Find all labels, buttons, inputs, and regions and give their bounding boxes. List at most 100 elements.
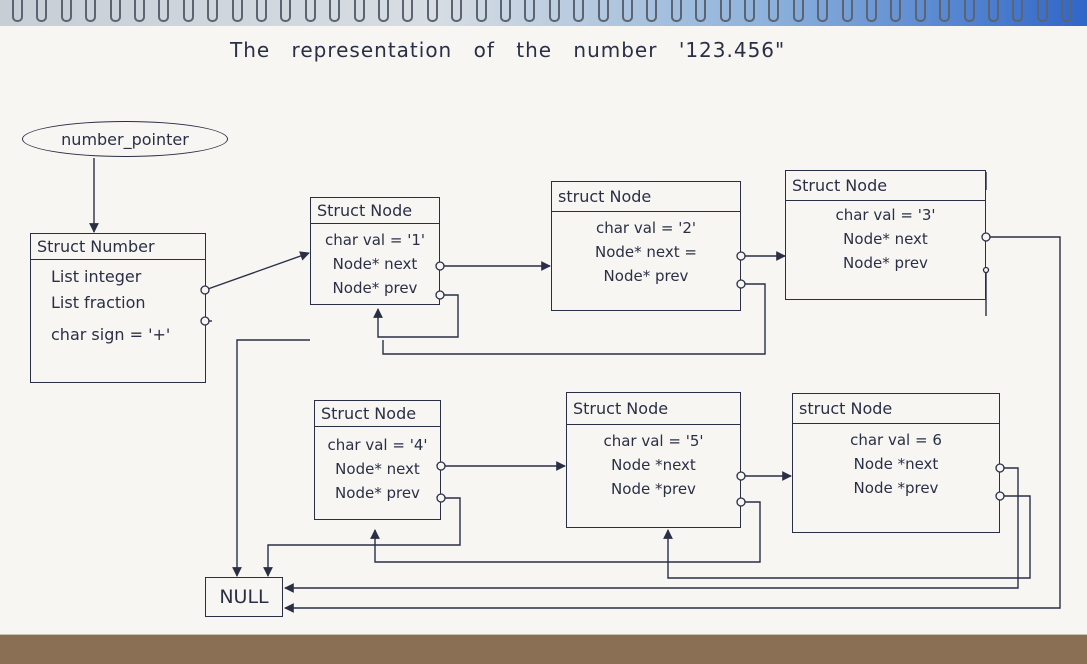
spiral-ring: [866, 0, 877, 22]
node-prev-field: Node *prev: [611, 480, 696, 498]
field-list-fraction: List fraction: [51, 293, 146, 312]
node-val-field: char val = '4': [327, 436, 428, 454]
node-next-field: Node* next =: [595, 243, 697, 261]
fnode2-prev-loop: [370, 501, 761, 563]
fraction-node-2: Struct Node char val = '5' Node *next No…: [566, 392, 741, 528]
number-pointer-oval: number_pointer: [22, 121, 228, 157]
node-next-field: Node* next: [843, 230, 928, 248]
node-val-field: char val = '1': [324, 231, 425, 249]
spiral-ring: [744, 0, 755, 22]
port-circle: [995, 463, 1005, 473]
spiral-ring: [817, 0, 829, 22]
node-header: struct Node: [552, 182, 740, 212]
port-circle: [982, 266, 990, 274]
spiral-ring: [158, 0, 170, 22]
node-header: Struct Node: [315, 401, 440, 427]
spiral-ring: [12, 0, 23, 22]
fraction-node-1: Struct Node char val = '4' Node* next No…: [314, 400, 441, 520]
field-list-integer: List integer: [51, 267, 142, 286]
node-header: struct Node: [793, 394, 999, 424]
node-val-field: char val = 6: [850, 431, 942, 449]
node-prev-field: Node *prev: [853, 479, 939, 497]
spiral-ring: [719, 0, 731, 22]
spiral-ring: [60, 0, 72, 22]
node-val-field: char val = '3': [835, 206, 936, 224]
spiral-ring: [646, 0, 658, 22]
node3-next-null: [284, 236, 1061, 613]
spiral-ring: [890, 0, 902, 22]
node-header: Struct Node: [786, 171, 985, 201]
null-box: NULL: [205, 577, 283, 617]
spiral-ring: [378, 0, 389, 22]
spiral-ring: [231, 0, 243, 22]
spiral-ring: [256, 0, 267, 22]
spiral-ring: [353, 0, 365, 22]
integer-node-1: Struct Node char val = '1' Node* next No…: [310, 197, 440, 305]
integer-node-3: Struct Node char val = '3' Node* next No…: [785, 170, 986, 300]
port-circle: [981, 232, 991, 242]
spiral-ring: [426, 0, 438, 22]
spiral-ring: [280, 0, 292, 22]
port-circle: [200, 285, 210, 295]
spiral-ring: [182, 0, 194, 22]
spiral-ring: [768, 0, 780, 22]
struct-number-box: Struct Number List integer List fraction…: [30, 233, 206, 383]
port-circle: [736, 279, 746, 289]
integer-node-2: struct Node char val = '2' Node* next = …: [551, 181, 741, 311]
spiral-ring: [914, 0, 926, 22]
fnode1-prev-null: [263, 497, 461, 577]
node1-prev-null: [232, 339, 310, 577]
spiral-ring: [134, 0, 145, 22]
spiral-ring: [109, 0, 121, 22]
port-circle: [200, 316, 210, 326]
port-circle: [436, 493, 446, 503]
spiral-ring: [85, 0, 97, 22]
node-prev-field: Node* prev: [843, 254, 928, 272]
spiral-ring: [1012, 0, 1024, 22]
fnode3-next-null: [284, 467, 1019, 593]
port-circle: [435, 261, 445, 271]
node-prev-field: Node* prev: [603, 267, 689, 285]
spiral-ring: [500, 0, 511, 22]
spiral-ring: [963, 0, 975, 22]
spiral-ring: [939, 0, 951, 22]
spiral-ring: [597, 0, 609, 22]
spiral-ring: [451, 0, 463, 22]
node2-prev-return: [382, 283, 766, 355]
struct-number-header: Struct Number: [31, 234, 205, 260]
spiral-ring: [402, 0, 414, 22]
port-circle: [435, 290, 445, 300]
spiral-ring: [524, 0, 536, 22]
port-circle: [436, 461, 446, 471]
port-circle: [995, 491, 1005, 501]
node-next-field: Node* next: [335, 460, 420, 478]
field-char-sign: char sign = '+': [51, 325, 171, 344]
spiral-ring: [841, 0, 853, 22]
spiral-ring: [573, 0, 585, 22]
integer-list-arrow: [204, 251, 310, 291]
node-header: Struct Node: [311, 198, 439, 224]
fraction-node-3: struct Node char val = 6 Node *next Node…: [792, 393, 1000, 533]
spiral-ring: [36, 0, 48, 22]
spiral-ring: [792, 0, 804, 22]
spiral-ring: [207, 0, 219, 22]
spiral-ring: [329, 0, 341, 22]
spiral-ring: [475, 0, 487, 22]
spiral-ring: [622, 0, 633, 22]
notebook-spiral-binding: [0, 0, 1087, 26]
node-header: Struct Node: [567, 393, 740, 425]
port-circle: [736, 251, 746, 261]
diagram-title: The representation of the number '123.45…: [230, 38, 786, 62]
node-prev-field: Node* prev: [332, 279, 418, 297]
node1-prev-loop: [373, 294, 459, 338]
spiral-ring: [695, 0, 707, 22]
fnode3-prev-return: [663, 495, 1031, 579]
spiral-ring: [1036, 0, 1048, 22]
node-prev-field: Node* prev: [335, 484, 420, 502]
port-circle: [736, 471, 746, 481]
spiral-ring: [1061, 0, 1073, 22]
node-next-field: Node *next: [611, 456, 696, 474]
node-val-field: char val = '2': [595, 219, 696, 237]
spiral-ring: [548, 0, 560, 22]
